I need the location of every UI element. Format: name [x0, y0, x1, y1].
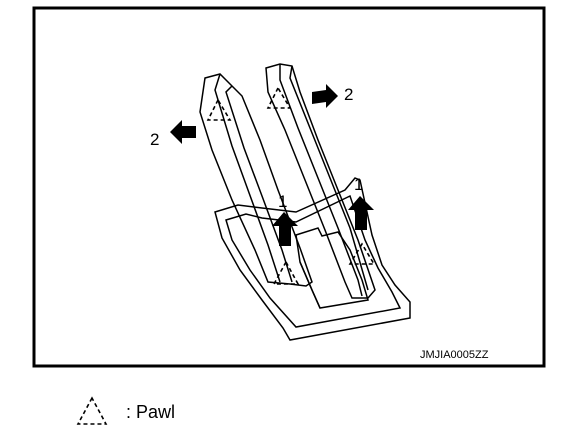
pawl-triangle-icon: [266, 86, 292, 109]
legend-text: : Pawl: [126, 402, 175, 422]
legend: : Pawl: [76, 396, 175, 425]
pawl-triangle-icon: [206, 98, 232, 121]
right-spread-arrow-icon: [312, 84, 338, 108]
figure-frame: [32, 6, 546, 368]
figure-code: JMJIA0005ZZ: [420, 349, 489, 361]
arrows: [170, 84, 374, 246]
left-cover-panel: [199, 73, 313, 287]
callout-2-right: 2: [344, 85, 353, 104]
pawl-markers: [206, 86, 376, 285]
right-cover-panel: [265, 63, 376, 299]
callout-2-left: 2: [150, 130, 159, 149]
pawl-triangle-icon: [272, 260, 300, 285]
callout-1-left: 1: [278, 192, 287, 211]
left-lift-arrow-icon: [272, 212, 298, 246]
bezel-housing: [214, 177, 411, 341]
left-spread-arrow-icon: [170, 120, 196, 144]
callout-1-right: 1: [354, 175, 363, 194]
pawl-triangle-icon: [76, 396, 108, 425]
right-lift-arrow-icon: [348, 196, 374, 230]
pawl-triangle-icon: [348, 242, 376, 265]
